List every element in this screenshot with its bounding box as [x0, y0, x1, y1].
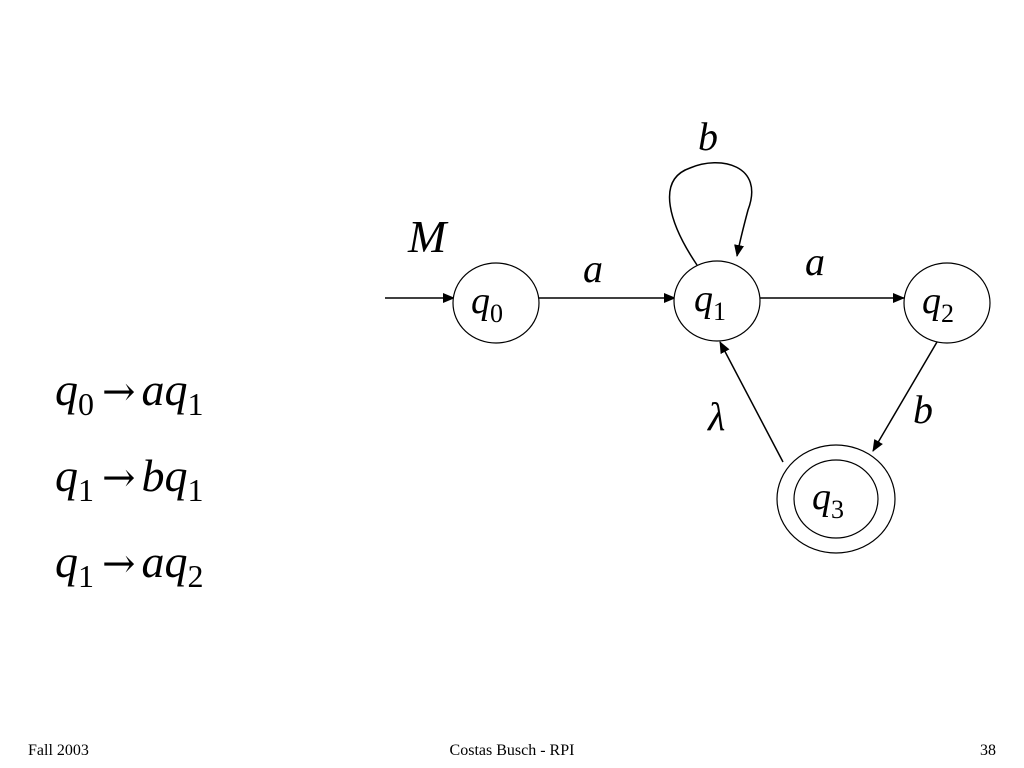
svg-text:q1: q1 — [694, 278, 726, 326]
rule-lhs: q1 — [55, 536, 94, 594]
state-q2: q2 — [903, 262, 991, 344]
rule-rhs: bq1 — [141, 450, 204, 508]
state-q1: q1 — [673, 260, 761, 342]
svg-text:q3: q3 — [812, 476, 844, 524]
grammar-rule: q1→aq2 — [55, 532, 375, 618]
rule-rhs: aq2 — [141, 536, 204, 594]
grammar-rule: q0→aq1 — [55, 360, 375, 446]
grammar-rules: q0→aq1 q1→bq1 q1→aq2 — [55, 360, 375, 618]
footer-author: Costas Busch - RPI — [449, 742, 575, 759]
state-q3-accepting: q3 — [776, 444, 896, 554]
machine-label: M — [407, 211, 449, 262]
rule-lhs: q0 — [55, 364, 94, 422]
rule-lhs: q1 — [55, 450, 94, 508]
edge-label-q3-q1: λ — [707, 394, 725, 439]
grammar-rule: q1→bq1 — [55, 446, 375, 532]
edge-q3-q1 — [719, 341, 784, 463]
edge-label-q1-q2: a — [805, 239, 825, 284]
rule-rhs: aq1 — [141, 364, 204, 422]
edge-label-q0-q1: a — [583, 246, 603, 291]
edge-label-q2-q3: b — [913, 387, 933, 432]
svg-text:q0: q0 — [471, 280, 503, 328]
state-q0: q0 — [452, 262, 540, 344]
edge-label-q1-loop: b — [698, 114, 718, 159]
footer-date: Fall 2003 — [28, 742, 89, 759]
rule-arrow: → — [102, 369, 136, 415]
rule-arrow: → — [102, 455, 136, 501]
svg-text:q2: q2 — [922, 280, 954, 328]
rule-arrow: → — [102, 541, 136, 587]
footer-page-number: 38 — [980, 742, 996, 759]
edge-q1-q1-loop — [668, 162, 753, 266]
edge-q2-q3 — [872, 341, 938, 452]
